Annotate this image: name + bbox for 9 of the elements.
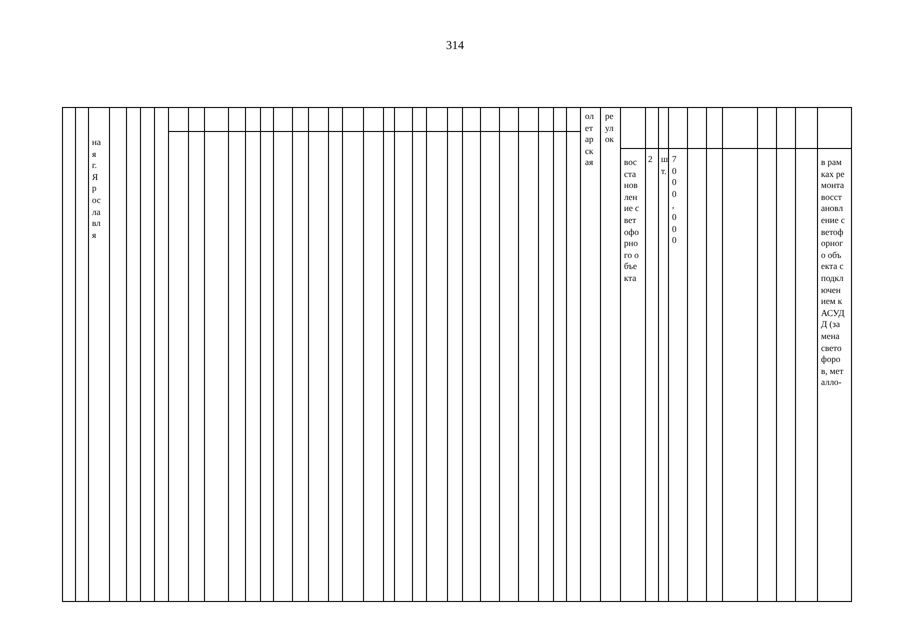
amount: 7 000,000 [672, 154, 678, 247]
street-name: реулок [605, 111, 614, 146]
street-name: олетарская [585, 111, 594, 169]
address-text: ная г.Ярославля [92, 137, 101, 242]
page-number: 314 [445, 38, 465, 52]
quantity: 2 [648, 154, 654, 166]
unit: шт. [661, 154, 667, 178]
note-text: в рамках ремонта восстановление светофорного объекта с подключением к АСУДД (замена светофоров, металло- [821, 157, 845, 389]
item-description: восстановление светофорного объекта [624, 157, 640, 285]
